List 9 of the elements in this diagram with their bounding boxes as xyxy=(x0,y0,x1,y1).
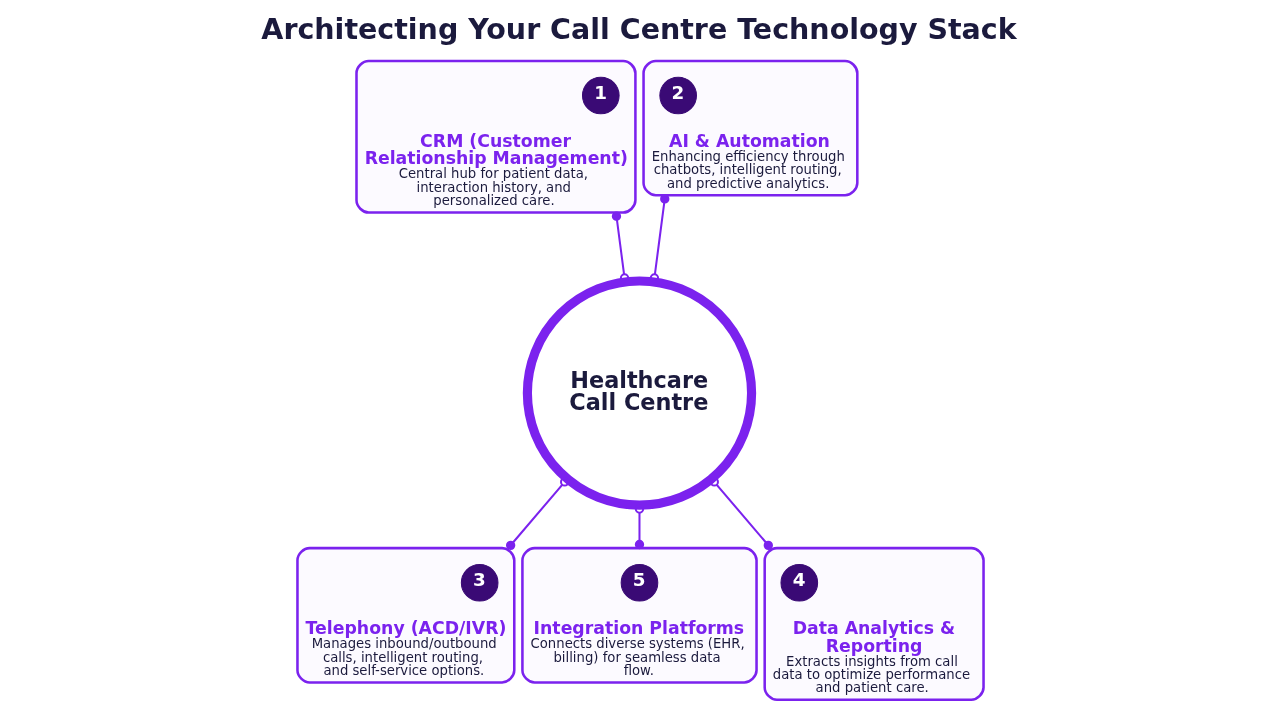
node-circle: 5 xyxy=(620,563,658,602)
diagram-title: Architecting Your Call Centre Technology Stack xyxy=(260,12,1017,46)
node-circle: 1 xyxy=(581,76,620,114)
node-circle: Healthcare Call Centre xyxy=(522,275,756,510)
node-circle: 4 xyxy=(779,563,818,602)
node-circle: 2 xyxy=(658,76,697,114)
connector xyxy=(505,476,569,550)
node-circle: 3 xyxy=(460,563,498,602)
connector xyxy=(709,476,773,550)
